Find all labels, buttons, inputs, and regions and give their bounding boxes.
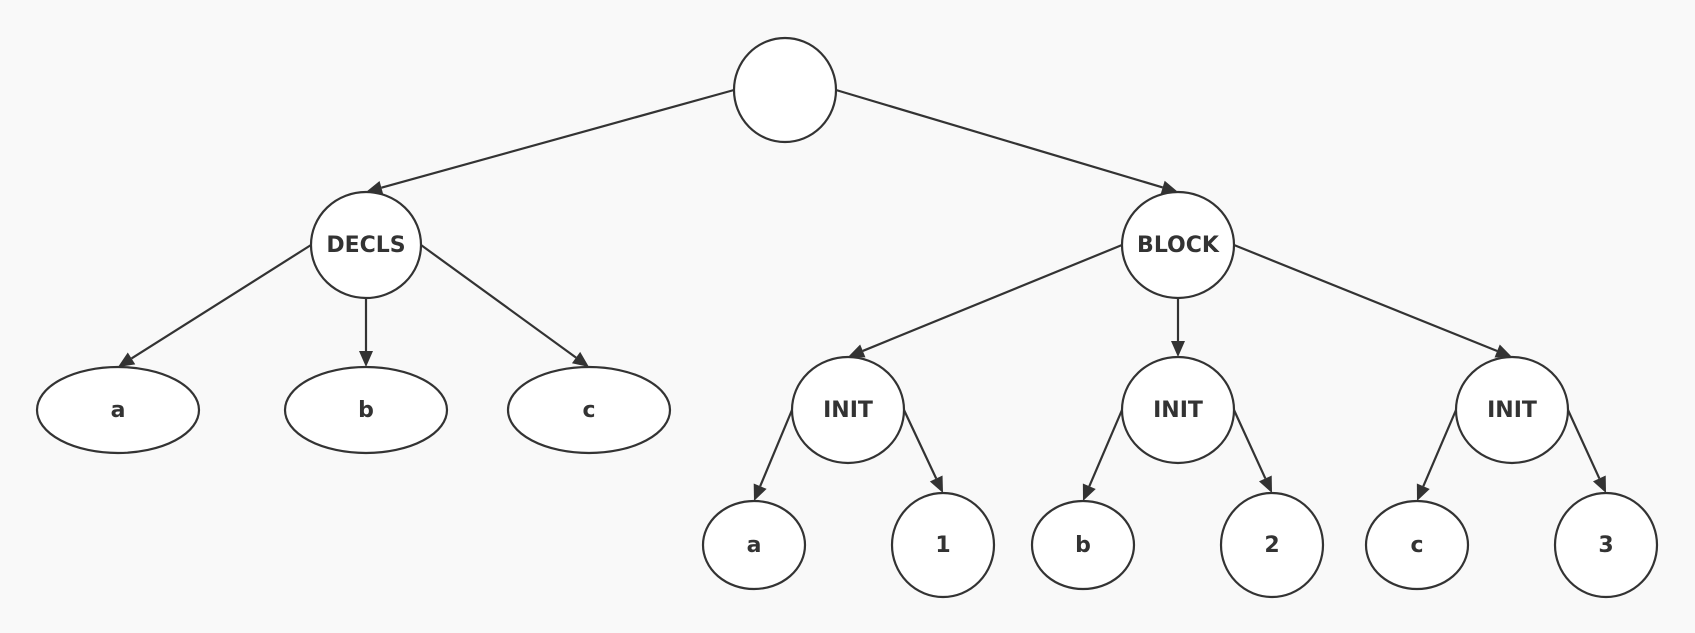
node-label: 3 — [1598, 533, 1613, 558]
arrowhead-icon — [1160, 180, 1178, 195]
edge-line — [1233, 243, 1498, 353]
nodes-layer: DECLS BLOCK a b c INIT INIT INIT a 1 b 2 c 3 — [35, 36, 1659, 599]
edge-line — [1566, 409, 1601, 479]
node-label: c — [582, 398, 595, 423]
node-label: 1 — [935, 533, 950, 558]
node-init1-1: 1 — [890, 491, 996, 599]
node-shape — [1364, 499, 1470, 591]
node-shape — [35, 365, 201, 455]
edge-line — [1232, 409, 1267, 479]
arrowhead-icon — [848, 344, 866, 358]
node-shape — [1553, 491, 1659, 599]
edge-line — [759, 409, 794, 487]
edge-line — [835, 88, 1163, 189]
node-root — [732, 36, 838, 144]
node-label: a — [111, 398, 126, 423]
arrowhead-icon — [1171, 341, 1185, 357]
node-shape — [890, 491, 996, 599]
node-label: INIT — [823, 398, 873, 423]
node-shape — [309, 190, 423, 300]
edge-init-1-to-init1-1 — [903, 409, 943, 493]
node-block: BLOCK — [1120, 190, 1236, 300]
node-decl-c: c — [506, 365, 672, 455]
edge-root-to-block — [835, 88, 1178, 195]
node-init-3: INIT — [1454, 355, 1570, 465]
node-label: INIT — [1487, 398, 1537, 423]
node-init3-c: c — [1364, 499, 1470, 591]
arrowhead-icon — [359, 351, 373, 367]
node-init-2: INIT — [1120, 355, 1236, 465]
node-label: DECLS — [326, 233, 405, 258]
node-label: b — [358, 398, 374, 423]
node-init-1: INIT — [790, 355, 906, 465]
arrowhead-icon — [1494, 344, 1512, 358]
edge-init-1-to-init1-a — [753, 409, 794, 501]
node-label: INIT — [1153, 398, 1203, 423]
node-label: BLOCK — [1137, 233, 1220, 258]
edge-line — [381, 88, 735, 189]
arrowhead-icon — [1082, 483, 1096, 501]
node-shape — [506, 365, 672, 455]
node-decl-a: a — [35, 365, 201, 455]
node-shape — [1030, 499, 1136, 591]
edge-block-to-init-3 — [1233, 243, 1512, 358]
node-decl-b: b — [283, 365, 449, 455]
edge-line — [130, 244, 312, 360]
arrowhead-icon — [1416, 483, 1430, 501]
node-label: c — [1410, 533, 1423, 558]
edge-decls-to-decl-c — [420, 244, 589, 367]
node-shape — [1454, 355, 1570, 465]
arrowhead-icon — [1592, 475, 1606, 493]
node-shape — [283, 365, 449, 455]
edge-decls-to-decl-a — [118, 244, 312, 367]
edge-init-3-to-init3-c — [1416, 409, 1458, 501]
edge-line — [420, 244, 577, 359]
edge-init-3-to-init3-3 — [1566, 409, 1606, 493]
node-shape — [732, 36, 838, 144]
edge-line — [903, 409, 938, 479]
edge-root-to-decls — [366, 88, 735, 195]
node-shape — [790, 355, 906, 465]
node-init2-b: b — [1030, 499, 1136, 591]
node-shape — [1219, 491, 1325, 599]
node-label: a — [747, 533, 762, 558]
node-label: 2 — [1264, 533, 1279, 558]
edge-init-2-to-init2-2 — [1232, 409, 1272, 493]
edge-init-2-to-init2-b — [1082, 409, 1124, 501]
arrowhead-icon — [753, 483, 767, 501]
arrowhead-icon — [929, 475, 943, 493]
node-init3-3: 3 — [1553, 491, 1659, 599]
node-init2-2: 2 — [1219, 491, 1325, 599]
edge-line — [862, 243, 1123, 352]
arrowhead-icon — [571, 351, 589, 367]
edges-layer — [118, 88, 1606, 501]
node-decls: DECLS — [309, 190, 423, 300]
node-label: b — [1075, 533, 1091, 558]
edge-block-to-init-2 — [1171, 298, 1185, 357]
node-init1-a: a — [701, 499, 807, 591]
edge-line — [1422, 409, 1458, 487]
edge-line — [1088, 409, 1124, 487]
arrowhead-icon — [1258, 475, 1272, 493]
node-shape — [701, 499, 807, 591]
edge-decls-to-decl-b — [359, 298, 373, 367]
edge-block-to-init-1 — [848, 243, 1123, 358]
node-shape — [1120, 355, 1236, 465]
arrowhead-icon — [118, 352, 136, 367]
node-shape — [1120, 190, 1236, 300]
